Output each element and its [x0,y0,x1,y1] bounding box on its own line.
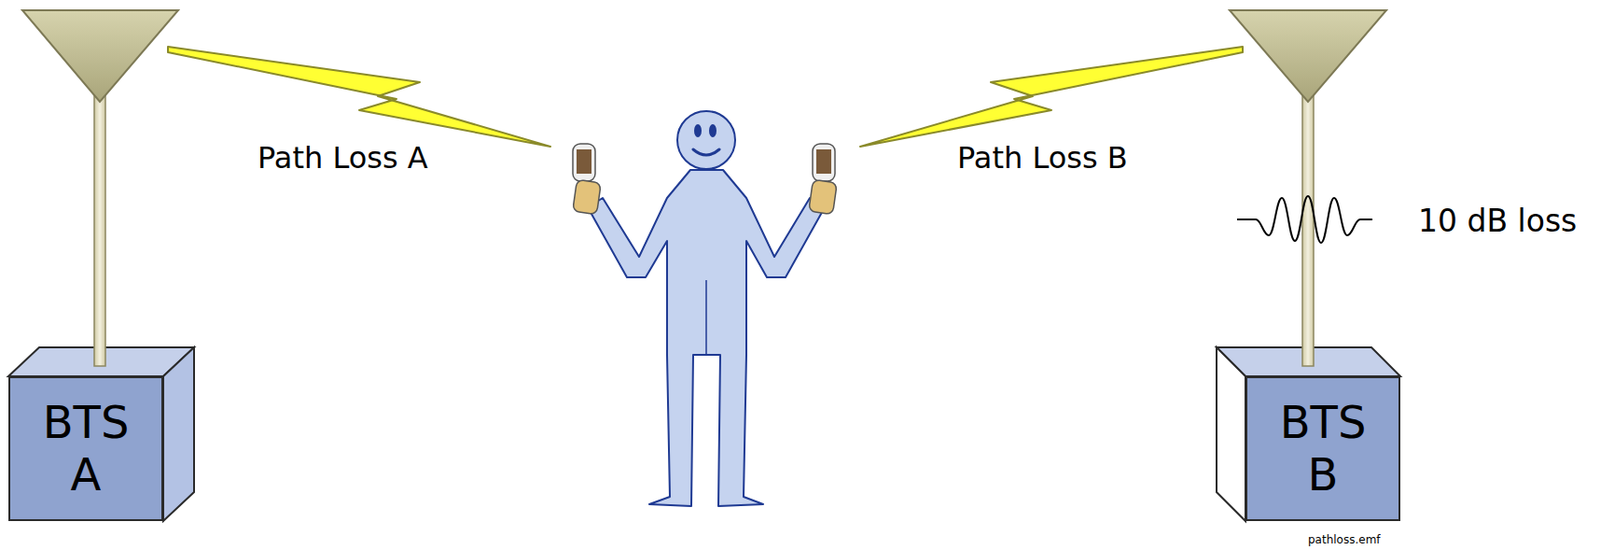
lightning-bolt-a [167,46,551,147]
bts-box-a [8,347,195,521]
file-name: pathloss.emf [1307,532,1381,546]
loss-label: 10 dB loss [1418,202,1577,239]
phone-right [808,143,837,215]
box-label: BTS B [1271,396,1375,500]
path-loss-label: Path Loss A [257,139,429,176]
phone-left [572,143,601,215]
lightning-bolt-b [860,46,1243,147]
bts-box-b [1216,347,1401,521]
person [587,111,825,506]
path-loss-label: Path Loss B [957,139,1128,176]
antenna-a [22,10,179,366]
bts-box: BTS A [8,375,164,521]
box-label: BTS A [34,396,138,500]
bts-box: BTS B [1245,375,1401,521]
loss-symbol [1237,195,1373,243]
antenna-b [1229,10,1387,366]
